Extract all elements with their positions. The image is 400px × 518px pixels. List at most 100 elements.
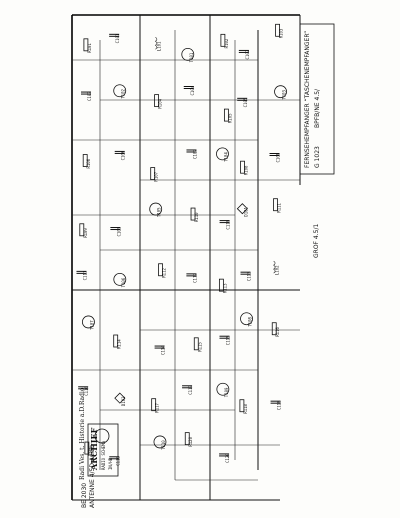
component-label: R101 <box>87 43 92 53</box>
diode-bridge-symbol <box>114 392 126 404</box>
component-label: R111 <box>277 202 282 212</box>
capacitor-symbol <box>183 86 194 90</box>
component-label: D102 <box>121 396 126 406</box>
diode-bridge-symbol <box>236 203 248 215</box>
component-label: C110 <box>226 219 231 229</box>
resistor-symbol <box>84 441 90 455</box>
component-label: R119 <box>88 446 93 456</box>
component-label: R116 <box>275 327 280 337</box>
component-label: R114 <box>117 339 122 349</box>
component-label: T105 <box>157 207 162 217</box>
component-label: R118 <box>243 403 248 413</box>
capacitor-symbol <box>238 49 249 53</box>
component-label: R104 <box>158 98 163 108</box>
transistor-symbol <box>216 382 230 396</box>
capacitor-symbol <box>154 345 165 349</box>
subtitle-text: G 1023 <box>314 146 321 168</box>
sheet-tag: GROF 4.5/1 <box>313 224 320 258</box>
resistor-symbol <box>275 23 280 37</box>
component-label: R103 <box>279 28 284 38</box>
component-label: R108 <box>244 165 249 175</box>
tag-block: GROF 4.5/1 <box>313 224 320 258</box>
inductor-symbol <box>273 260 276 274</box>
resistor-symbol <box>218 278 224 292</box>
component-label: T103 <box>282 89 287 99</box>
capacitor-symbol <box>219 453 230 457</box>
archive-stamp: Radi Ves. t. Historie a.D.Radio ARCHIEF … <box>79 387 119 480</box>
capacitor-symbol <box>109 33 120 37</box>
title-line3: BPFB/NE 4.5/ <box>314 88 321 128</box>
component-label: C113 <box>247 271 252 281</box>
resistor-symbol <box>184 432 190 446</box>
transistor-symbol <box>82 315 95 329</box>
rails <box>72 59 300 481</box>
component-label: L102 <box>275 265 280 275</box>
component-label: C117 <box>188 385 193 395</box>
resistor-symbol <box>271 322 277 336</box>
component-label: T109 <box>224 387 229 397</box>
capacitor-symbol <box>78 386 89 390</box>
capacitor-symbol <box>80 91 91 95</box>
component-label: C103 <box>87 91 92 101</box>
component-label: R109 <box>83 228 88 238</box>
component-label: L101 <box>156 41 161 51</box>
component-label: R106 <box>86 158 91 168</box>
resistor-symbol <box>220 33 226 47</box>
resistor-symbol <box>82 154 88 167</box>
title-block: FERNSEHEMPFANGER “TASCHENEMPFANGER” G 10… <box>299 23 335 175</box>
capacitor-symbol <box>219 335 230 339</box>
component-label: R117 <box>155 402 160 412</box>
resistor-symbol <box>79 223 85 237</box>
component-label: C111 <box>82 270 87 280</box>
component-label: T102 <box>121 89 126 99</box>
resistor-symbol <box>273 198 278 212</box>
component-label: C120 <box>225 453 230 463</box>
component-label: R112 <box>162 268 167 278</box>
component-label: C116 <box>84 386 89 396</box>
capacitor-symbol <box>269 153 280 157</box>
transistor-symbol <box>274 85 287 99</box>
component-label: C105 <box>243 97 248 107</box>
stamp-line2: IN/HB <box>108 457 113 470</box>
title-text: FERNSEHEMPFANGER “TASCHENEMPFANGER” <box>304 31 311 168</box>
component-label: C107 <box>192 149 197 159</box>
inductor-symbol <box>154 36 158 50</box>
capacitor-symbol <box>270 400 281 404</box>
component-label: R113 <box>222 283 227 293</box>
frame-lines <box>71 14 301 501</box>
component-label: C104 <box>190 85 195 95</box>
transistor-symbol <box>181 47 195 61</box>
capacitor-symbol <box>237 97 248 101</box>
resistor-symbol <box>150 167 156 180</box>
resistor-symbol <box>151 398 157 412</box>
stamp-name: ARCHIEF <box>89 427 99 471</box>
transistor-symbol <box>153 435 167 449</box>
stamp-header: Radi Ves. t. Historie a.D.Radio <box>79 387 86 480</box>
component-label: T104 <box>223 152 228 162</box>
component-label: D101 <box>243 206 248 216</box>
capacitor-symbol <box>114 150 125 154</box>
resistor-symbol <box>113 334 119 348</box>
component-label: T101 <box>189 52 194 62</box>
capacitor-symbol <box>219 220 230 224</box>
resistor-symbol <box>158 263 163 277</box>
transistor-symbol <box>240 312 253 326</box>
component-label: C112 <box>192 273 197 283</box>
component-label: C101 <box>115 33 120 43</box>
bottom-label-2: ANTENNE 4/5D Audio <box>89 444 96 508</box>
component-label: T108 <box>248 316 253 326</box>
component-label: C108 <box>276 152 281 162</box>
component-label: C106 <box>121 150 126 160</box>
resistor-symbol <box>239 399 245 413</box>
component-label: T107 <box>89 320 94 330</box>
component-label: R110 <box>194 212 199 222</box>
component-label: R115 <box>197 342 202 352</box>
transistor-symbol <box>113 84 127 98</box>
resistor-symbol <box>223 108 229 122</box>
resistor-symbol <box>154 94 160 108</box>
resistor-symbol <box>190 207 196 221</box>
capacitor-symbol <box>109 456 120 460</box>
